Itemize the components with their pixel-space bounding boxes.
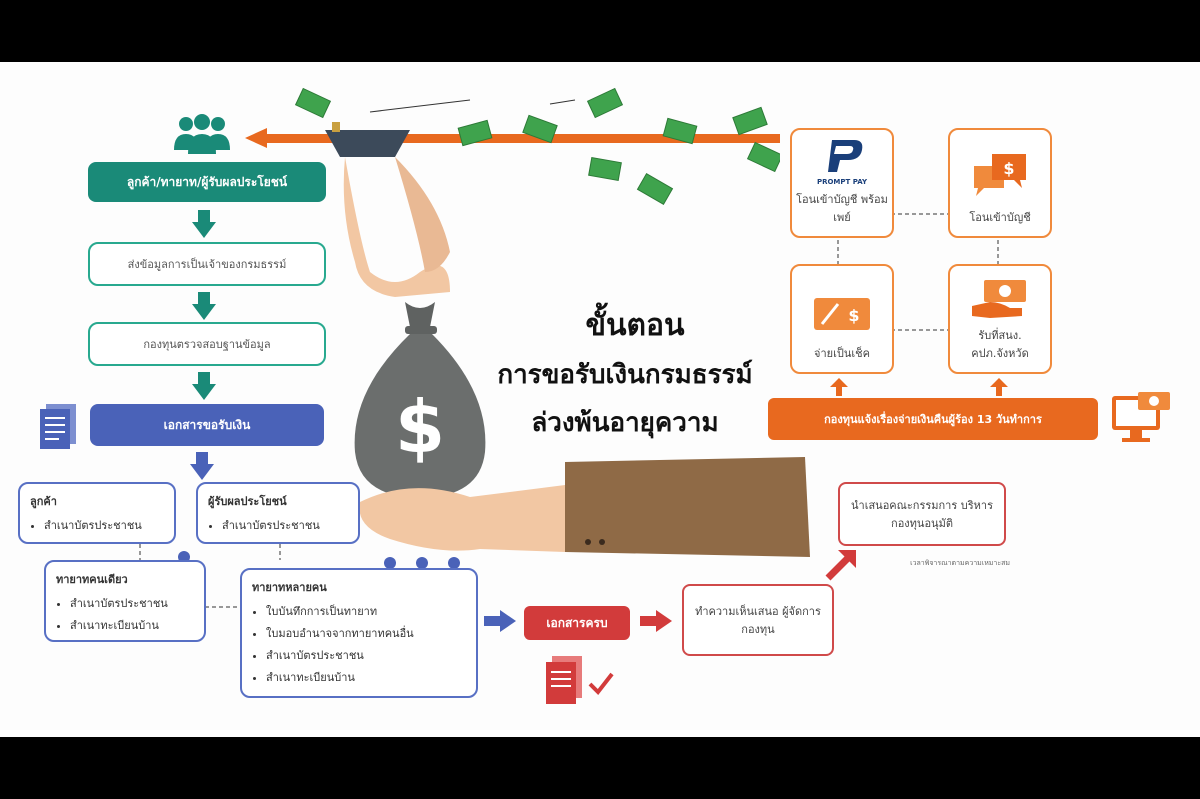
hand-top-illustration [325,122,450,297]
customer-heading: ลูกค้า [30,495,57,508]
promptpay-icon [828,140,863,172]
bank-transfer-label: โอนเข้าบัญชี [969,211,1031,224]
chat-money-icon: $ [974,154,1026,196]
flow-step-verify-database: กองทุนตรวจสอบฐานข้อมูล [88,322,326,366]
beneficiary-heading: ผู้รับผลประโยชน์ [208,495,287,508]
multi-heir-doc-item: ใบมอบอำนาจจากทายาทคนอื่น [266,624,466,642]
svg-text:$: $ [1003,159,1014,178]
page-title-line1: ขั้นตอน [585,308,685,343]
multi-heir-doc-item: สำเนาทะเบียนบ้าน [266,668,466,686]
cheque-label: จ่ายเป็นเช็ค [814,347,870,360]
single-heir-doc-item: สำเนาบัตรประชาชน [70,594,194,612]
promptpay-label: โอนเข้าบัญชี พร้อมเพย์ [796,193,888,224]
payment-option-cash-office: รับที่สนง. คปภ.จังหวัด [948,264,1052,374]
single-heir-docs-box: ทายาทคนเดียว สำเนาบัตรประชาชน สำเนาทะเบี… [44,560,206,642]
flow-step-send-ownership: ส่งข้อมูลการเป็นเจ้าของกรมธรรม์ [88,242,326,286]
money-flow-arrow [245,128,780,148]
svg-text:$: $ [395,385,445,469]
promptpay-logo-text: PROMPT PAY [816,178,868,186]
money-bag-icon: $ [354,302,486,498]
arrow-up-right-icon [825,550,856,581]
flow-step-customer: ลูกค้า/ทายาท/ผู้รับผลประโยชน์ [88,162,326,202]
multi-heir-docs-box: ทายาทหลายคน ใบบันทึกการเป็นทายาท ใบมอบอำ… [240,568,478,698]
cheque-icon: $ [814,298,870,330]
flying-money-decoration [294,87,780,205]
page-title-line3: ล่วงพ้นอายุความ [531,408,719,438]
propose-to-manager-box: ทำความเห็นเสนอ ผู้จัดการกองทุน [682,584,834,656]
arrow-down-icon [192,372,216,400]
document-icon [40,404,76,449]
complete-docs-badge: เอกสารครบ [524,606,630,640]
beneficiary-doc-item: สำเนาบัตรประชาชน [222,516,348,534]
multi-heir-doc-item: สำเนาบัตรประชาชน [266,646,466,664]
customer-doc-item: สำเนาบัตรประชาชน [44,516,164,534]
refund-notify-bar: กองทุนแจ้งเรื่องจ่ายเงินคืนผู้ร้อง 13 วั… [768,398,1098,440]
multi-heir-heading: ทายาทหลายคน [252,581,327,594]
arrow-down-icon [192,292,216,320]
beneficiary-docs-box: ผู้รับผลประโยชน์ สำเนาบัตรประชาชน [196,482,360,544]
arrow-up-icon [830,378,848,396]
customer-docs-box: ลูกค้า สำเนาบัตรประชาชน [18,482,176,544]
arrow-down-icon [192,210,216,238]
single-heir-doc-item: สำเนาทะเบียนบ้าน [70,616,194,634]
arrow-right-icon [640,610,672,632]
people-group-icon [174,114,230,154]
single-heir-heading: ทายาทคนเดียว [56,573,128,586]
payment-option-bank-transfer: $ โอนเข้าบัญชี [948,128,1052,238]
monitor-money-icon [1112,392,1170,442]
multi-heir-doc-item: ใบบันทึกการเป็นทายาท [266,602,466,620]
cash-office-label: รับที่สนง. คปภ.จังหวัด [971,329,1029,360]
page-title-line2: การขอรับเงินกรมธรรม์ [497,360,753,390]
arrow-up-icon [990,378,1008,396]
arrow-right-icon [484,610,516,632]
flow-step-claim-documents: เอกสารขอรับเงิน [90,404,324,446]
payment-option-promptpay: PROMPT PAY โอนเข้าบัญชี พร้อมเพย์ [790,128,894,238]
hand-bottom-illustration [359,457,810,557]
payment-option-cheque: $ จ่ายเป็นเช็ค [790,264,894,374]
hand-money-icon [972,280,1026,318]
svg-text:$: $ [848,306,859,325]
committee-approval-box: นำเสนอคณะกรรมการ บริหารกองทุนอนุมัติ [838,482,1006,546]
timing-note: เวลาพิจารณาตามความเหมาะสม [910,559,1010,567]
arrow-down-icon [190,452,214,480]
document-check-icon [546,656,614,704]
infographic-canvas: $ ขั้นตอน การขอรับเงินกรมธรรม์ ล่วงพ้นอา… [0,62,1200,737]
